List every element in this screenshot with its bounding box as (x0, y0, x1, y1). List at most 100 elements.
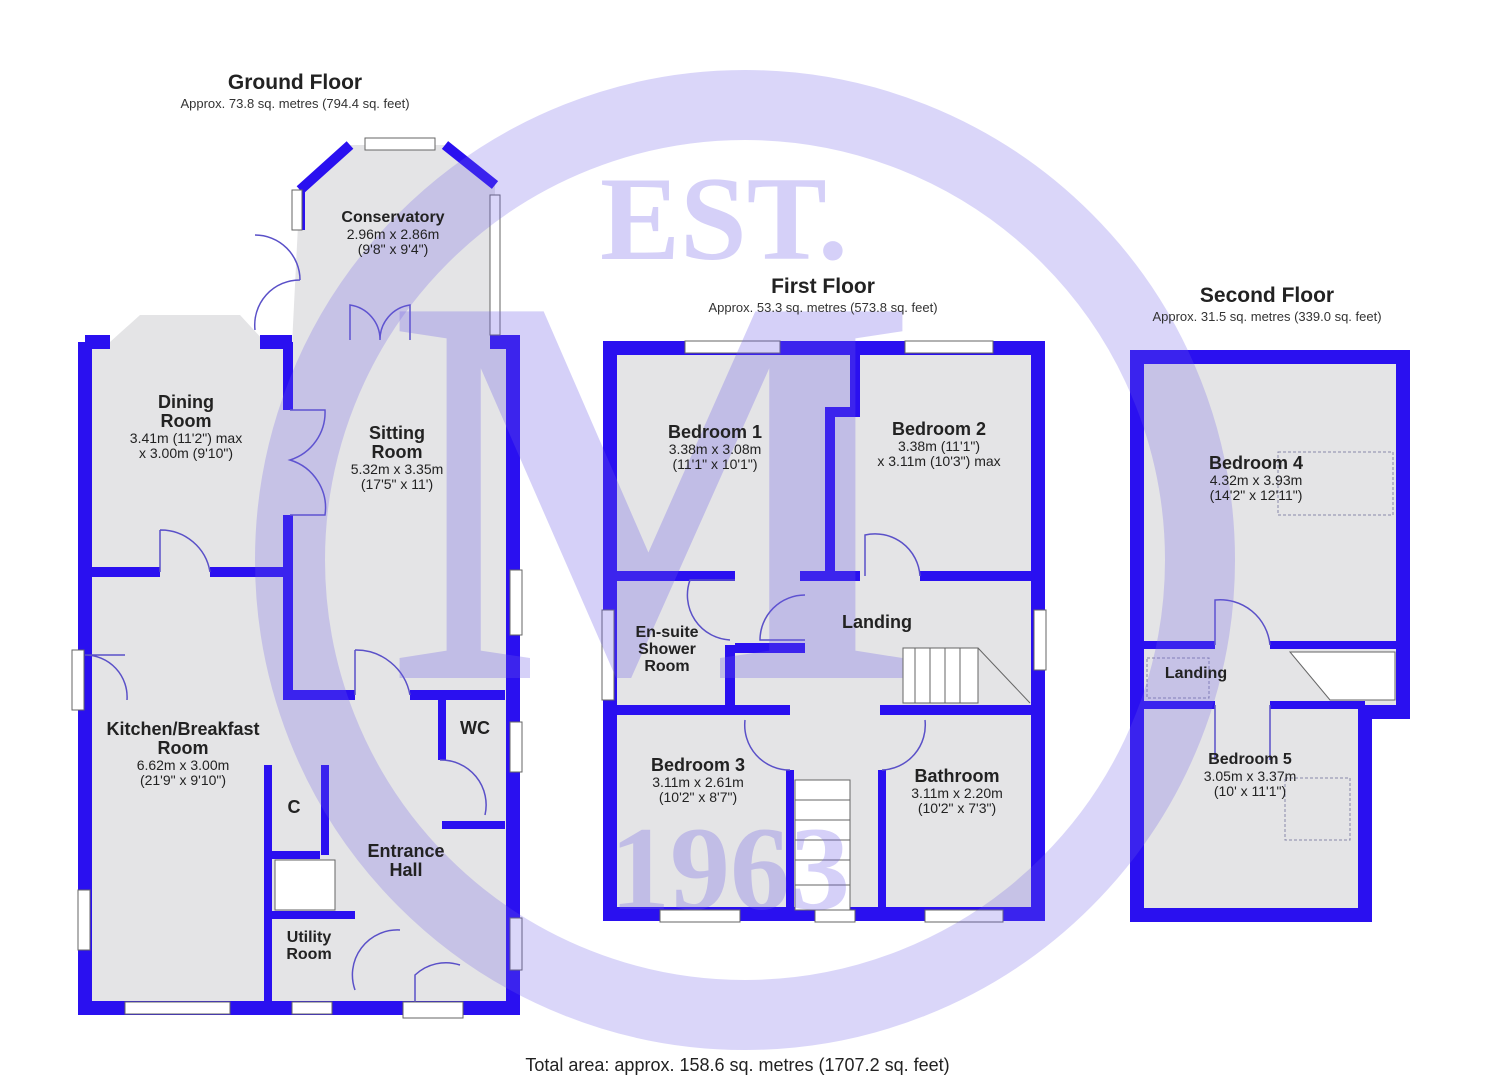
door-swing-icon (1214, 705, 1271, 760)
room-dimensions: 4.32m x 3.93m (1209, 471, 1303, 488)
room-dimensions: 3.38m x 3.08m (668, 440, 762, 457)
stairs-icon (794, 779, 851, 911)
first-floor-header: First Floor Approx. 53.3 sq. metres (573… (708, 275, 938, 316)
room-kitchen: Kitchen/Breakfast Room 6.62m x 3.00m (21… (106, 720, 259, 789)
room-dimensions: 2.96m x 2.86m (346, 225, 440, 242)
room-name: Room (286, 945, 332, 963)
room-second-landing: Landing (1164, 665, 1228, 682)
door-swing-icon (686, 579, 735, 641)
second-outer-wall (1130, 350, 1410, 922)
window-icon (364, 137, 436, 151)
wall-utility (264, 765, 355, 1008)
window-icon (924, 909, 1004, 923)
room-name: Room (160, 410, 212, 431)
room-landing: Landing (842, 612, 912, 632)
window-icon (904, 340, 994, 354)
room-name: Bedroom 2 (891, 419, 987, 439)
window-icon (659, 909, 741, 923)
room-dimensions: x 3.00m (9'10") (138, 445, 233, 462)
room-dimensions-imperial: (11'1" x 10'1") (672, 456, 758, 473)
room-name: Hall (389, 859, 423, 880)
roof-window-icon (1277, 451, 1394, 516)
room-name: Bathroom (914, 766, 1000, 786)
room-sitting: Sitting Room 5.32m x 3.35m (17'5" x 11') (351, 424, 444, 493)
second-floor-lower-area (1137, 700, 1365, 915)
room-dimensions-imperial: (17'5" x 11') (360, 476, 434, 493)
room-dimensions: 3.41m (11'2") max (129, 429, 243, 446)
conservatory-floor (292, 145, 495, 345)
room-dimensions-imperial: (21'9" x 9'10") (139, 772, 227, 789)
double-door-icon (349, 304, 411, 341)
room-cupboard: C (287, 797, 301, 817)
dining-bay-floor (110, 315, 265, 342)
door-swing-icon (84, 654, 128, 701)
floor-title: First Floor (771, 275, 875, 298)
room-dimensions-imperial: (14'2" x 12'11") (1209, 487, 1303, 504)
room-name: Entrance (367, 841, 445, 861)
double-door-icon (287, 409, 327, 516)
roof-window-icon (1146, 657, 1210, 699)
window-icon (489, 194, 501, 336)
floor-title: Second Floor (1199, 284, 1335, 307)
watermark-ring (255, 70, 1235, 1050)
watermark-est: EST. (600, 152, 848, 285)
floor-title: Ground Floor (227, 71, 363, 94)
door-swing-icon (881, 719, 927, 771)
room-entrance-hall: Entrance Hall (367, 842, 444, 880)
room-name: Room (644, 657, 690, 675)
room-name: Room (371, 441, 423, 462)
door-swing-icon (864, 533, 921, 577)
window-icon (509, 569, 523, 636)
wall-sitting (283, 342, 505, 700)
room-utility: Utility Room (286, 929, 332, 964)
room-dimensions: 3.05m x 3.37m (1203, 767, 1297, 784)
wall-bed1-bed2 (825, 348, 860, 576)
room-name: Sitting (368, 423, 425, 443)
window-icon (1033, 609, 1047, 671)
room-name: Shower (638, 640, 696, 658)
room-name: Room (157, 737, 209, 758)
window-icon (291, 1001, 333, 1015)
stairs-icon (274, 859, 336, 911)
floor-area: Approx. 31.5 sq. metres (339.0 sq. feet) (1152, 309, 1382, 325)
room-name: Conservatory (341, 209, 445, 226)
room-bedroom-1: Bedroom 1 3.38m x 3.08m (11'1" x 10'1") (668, 423, 762, 473)
door-swing-icon (414, 962, 461, 1008)
room-bedroom-3: Bedroom 3 3.11m x 2.61m (10'2" x 8'7") (651, 756, 745, 806)
stairs-icon (1288, 651, 1396, 701)
room-bedroom-2: Bedroom 2 3.38m (11'1") x 3.11m (10'3") … (877, 420, 1000, 470)
room-dimensions-imperial: (9'8" x 9'4") (357, 241, 429, 258)
door-swing-icon (759, 594, 806, 641)
room-dimensions: 3.11m x 2.61m (652, 773, 744, 790)
window-icon (684, 340, 781, 354)
window-icon (402, 1001, 464, 1019)
door-swing-icon (159, 529, 211, 573)
window-icon (601, 609, 615, 701)
room-name: Bedroom 4 (1208, 453, 1304, 473)
room-name: Bedroom 5 (1208, 751, 1292, 768)
window-icon (291, 189, 303, 231)
window-icon (124, 1001, 231, 1015)
room-dimensions-imperial: (10'2" x 8'7") (658, 789, 738, 806)
room-dining: Dining Room 3.41m (11'2") max x 3.00m (9… (130, 393, 242, 462)
first-wall-row2 (610, 643, 1038, 715)
room-dimensions: 3.11m x 2.20m (911, 784, 1003, 801)
second-floor-header: Second Floor Approx. 31.5 sq. metres (33… (1152, 284, 1382, 325)
window-icon (71, 649, 85, 711)
roof-window-icon (1284, 777, 1351, 841)
room-name: Bedroom 3 (650, 755, 746, 775)
wall-bathroom (786, 770, 886, 914)
watermark-year: 1963 (610, 802, 850, 935)
room-dimensions: 5.32m x 3.35m (350, 460, 444, 477)
door-swing-icon (354, 649, 411, 696)
total-area: Total area: approx. 158.6 sq. metres (17… (525, 1055, 950, 1075)
floor-area: Approx. 53.3 sq. metres (573.8 sq. feet) (708, 300, 938, 316)
window-icon (509, 721, 523, 773)
ground-floor-header: Ground Floor Approx. 73.8 sq. metres (79… (180, 71, 410, 112)
door-swing-icon (1214, 598, 1271, 646)
floor-area: Approx. 73.8 sq. metres (794.4 sq. feet) (180, 96, 410, 112)
room-dimensions: x 3.11m (10'3") max (877, 453, 1001, 470)
wall-wc (438, 695, 505, 829)
door-swing-icon (351, 929, 401, 991)
